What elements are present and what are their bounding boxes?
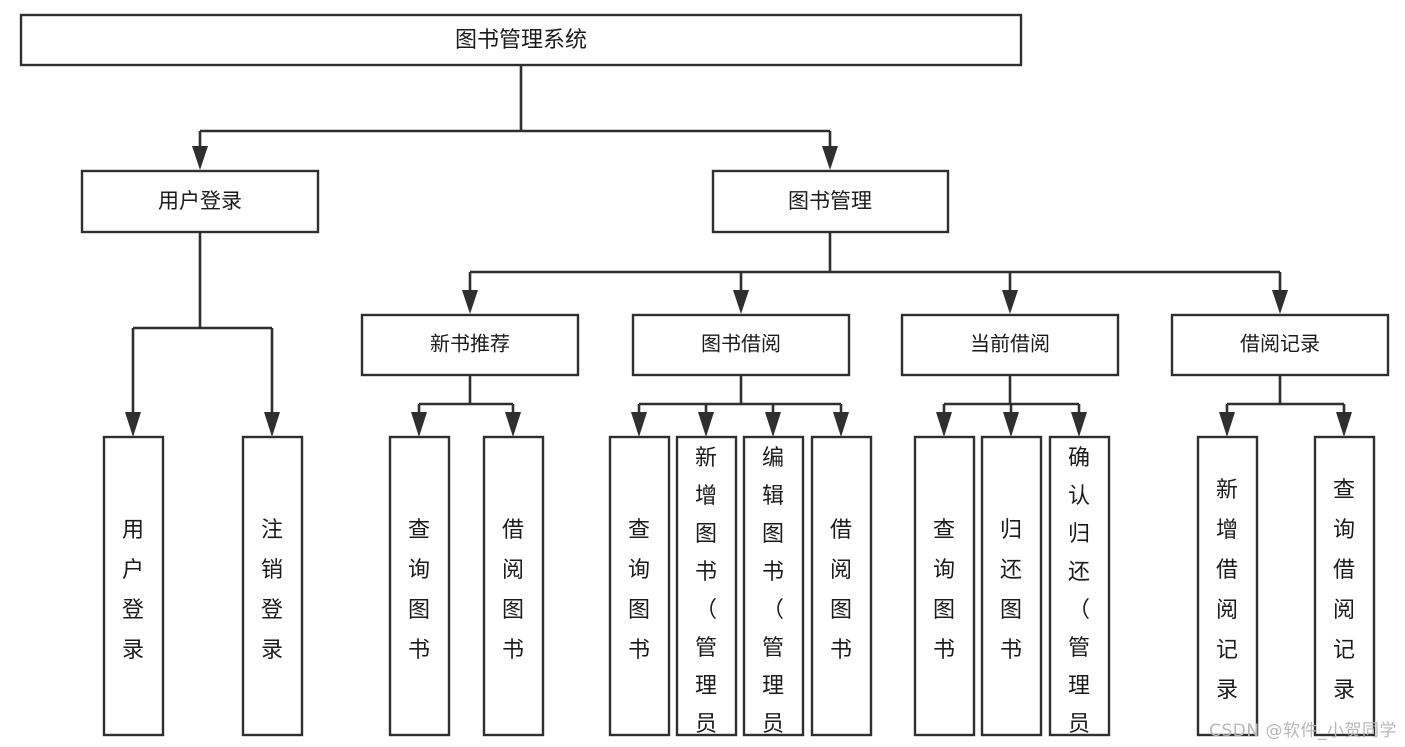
node-book-borrow[interactable]: 图书借阅	[631, 313, 851, 377]
node-leaf-add-book[interactable]: 新增图书（管理员）	[675, 435, 738, 747]
node-book-borrow-label: 图书借阅	[701, 332, 781, 356]
arrow-bm-to-book-borrow	[733, 290, 749, 314]
node-book-borrow-box[interactable]	[631, 313, 851, 377]
node-leaf-query-book-2-box[interactable]	[608, 435, 671, 737]
node-leaf-edit-book-label: 编辑图书（管理员）	[762, 446, 784, 747]
node-leaf-return-book-label: 归还图书	[1000, 518, 1022, 663]
node-leaf-query-book-3-label: 查询图书	[933, 518, 955, 663]
node-leaf-borrow-book-2-box[interactable]	[810, 435, 873, 737]
node-leaf-confirm-return-label: 确认归还（管理员）	[1068, 446, 1090, 747]
node-leaf-user-login-label: 用户登录	[122, 518, 144, 663]
node-leaf-return-book-box[interactable]	[980, 435, 1043, 737]
arrow-bm-to-current-borrow	[1002, 290, 1018, 314]
node-leaf-edit-book-box[interactable]	[742, 435, 805, 737]
node-new-book-recommend-box[interactable]	[360, 313, 580, 377]
arrow-nbr-leaf-1	[411, 412, 427, 437]
node-current-borrow-label: 当前借阅	[970, 332, 1050, 356]
node-leaf-borrow-book-1-box[interactable]	[482, 435, 545, 737]
node-root-box[interactable]	[19, 13, 1023, 67]
node-leaf-query-record-label: 查询借阅记录	[1333, 478, 1355, 703]
arrow-nbr-leaf-2	[505, 412, 521, 437]
node-leaf-query-book-3[interactable]: 查询图书	[913, 435, 976, 737]
node-leaf-query-record[interactable]: 查询借阅记录	[1313, 435, 1376, 737]
node-current-borrow[interactable]: 当前借阅	[900, 313, 1120, 377]
node-leaf-edit-book[interactable]: 编辑图书（管理员）	[742, 435, 805, 747]
node-leaf-borrow-book-1[interactable]: 借阅图书	[482, 435, 545, 737]
node-leaf-add-book-box[interactable]	[675, 435, 738, 737]
node-root-label: 图书管理系统	[455, 28, 587, 53]
node-borrow-record[interactable]: 借阅记录	[1170, 313, 1390, 377]
arrow-cb-leaf-3	[1071, 412, 1087, 437]
arrow-root-to-user-login	[192, 146, 208, 170]
arrow-bm-to-borrow-record	[1272, 290, 1288, 314]
arrow-bm-to-new-book-recommend	[462, 290, 478, 314]
node-leaf-user-logout-box[interactable]	[241, 435, 304, 737]
node-leaf-borrow-book-2-label: 借阅图书	[830, 518, 852, 663]
node-user-login-box[interactable]	[80, 169, 320, 234]
node-leaf-add-record[interactable]: 新增借阅记录	[1196, 435, 1259, 737]
node-leaf-query-book-1-label: 查询图书	[408, 518, 430, 663]
arrow-bb-leaf-1	[631, 412, 647, 437]
node-leaf-query-book-1[interactable]: 查询图书	[388, 435, 451, 737]
node-leaf-query-record-box[interactable]	[1313, 435, 1376, 737]
node-user-login[interactable]: 用户登录	[80, 169, 320, 234]
node-leaf-confirm-return[interactable]: 确认归还（管理员）	[1048, 435, 1111, 747]
node-root[interactable]: 图书管理系统	[19, 13, 1023, 67]
node-leaf-borrow-book-1-label: 借阅图书	[502, 518, 524, 663]
node-leaf-return-book[interactable]: 归还图书	[980, 435, 1043, 737]
node-leaf-user-logout-label: 注销登录	[261, 518, 283, 663]
node-leaf-confirm-return-box[interactable]	[1048, 435, 1111, 737]
node-leaf-user-logout[interactable]: 注销登录	[241, 435, 304, 737]
node-new-book-recommend-label: 新书推荐	[430, 332, 510, 356]
node-leaf-user-login[interactable]: 用户登录	[102, 435, 165, 737]
node-book-manage[interactable]: 图书管理	[711, 169, 950, 234]
node-user-login-label: 用户登录	[158, 189, 242, 213]
node-leaf-borrow-book-2[interactable]: 借阅图书	[810, 435, 873, 737]
arrow-br-leaf-2	[1336, 412, 1352, 437]
node-leaf-query-book-2-label: 查询图书	[628, 518, 650, 663]
arrow-root-to-book-manage	[822, 146, 838, 170]
arrow-user-login-leaf-2	[264, 412, 280, 437]
node-borrow-record-label: 借阅记录	[1240, 332, 1320, 356]
node-leaf-query-book-1-box[interactable]	[388, 435, 451, 737]
node-book-manage-box[interactable]	[711, 169, 950, 234]
node-leaf-add-record-label: 新增借阅记录	[1216, 478, 1238, 703]
arrow-cb-leaf-1	[936, 412, 952, 437]
arrow-bb-leaf-2	[698, 412, 714, 437]
node-book-manage-label: 图书管理	[788, 189, 872, 213]
arrow-bb-leaf-4	[833, 412, 849, 437]
arrow-br-leaf-1	[1219, 412, 1235, 437]
node-leaf-query-book-2[interactable]: 查询图书	[608, 435, 671, 737]
arrow-cb-leaf-2	[1003, 412, 1019, 437]
arrow-bb-leaf-3	[765, 412, 781, 437]
node-current-borrow-box[interactable]	[900, 313, 1120, 377]
node-leaf-query-book-3-box[interactable]	[913, 435, 976, 737]
node-leaf-user-login-box[interactable]	[102, 435, 165, 737]
node-new-book-recommend[interactable]: 新书推荐	[360, 313, 580, 377]
node-leaf-add-book-label: 新增图书（管理员）	[695, 446, 717, 747]
node-leaf-add-record-box[interactable]	[1196, 435, 1259, 737]
connector-layer	[125, 66, 1352, 437]
node-borrow-record-box[interactable]	[1170, 313, 1390, 377]
arrow-user-login-leaf-1	[125, 412, 141, 437]
